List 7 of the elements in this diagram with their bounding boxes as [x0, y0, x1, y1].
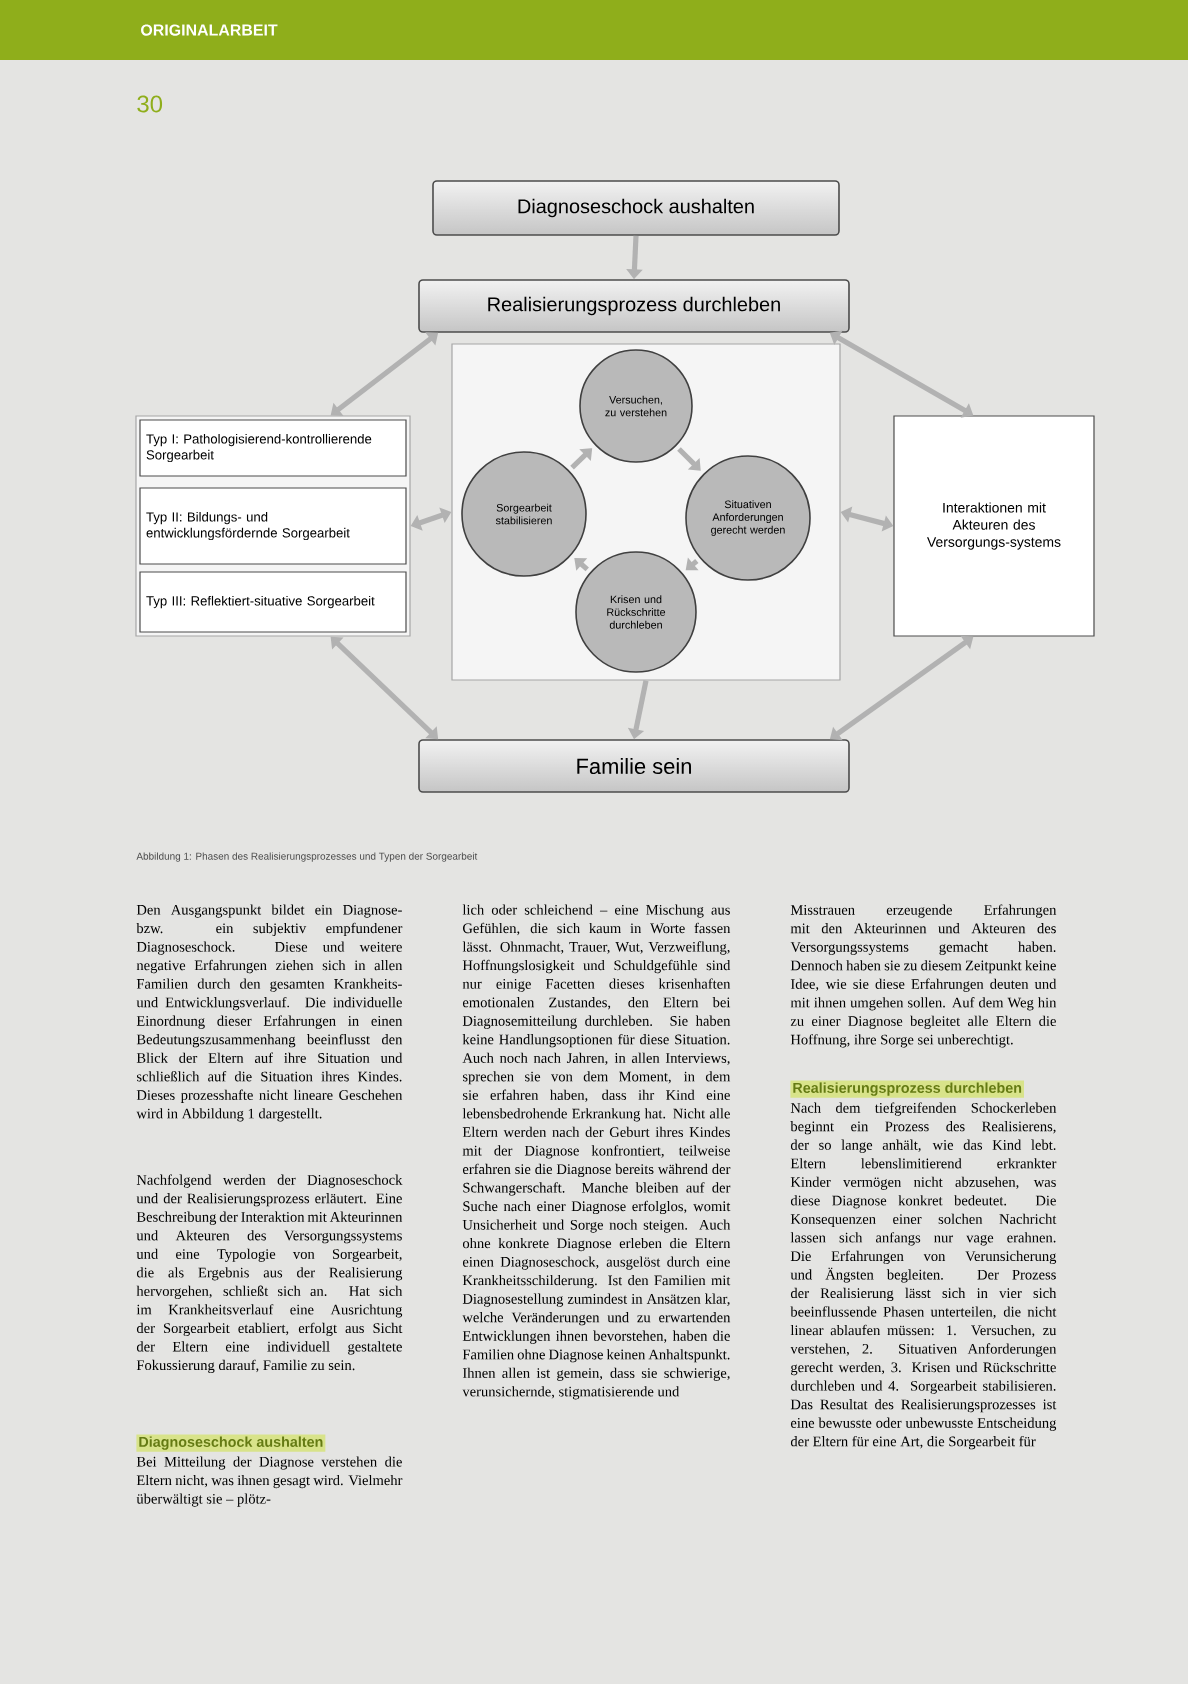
phase-banner: Realisierungsprozess durchleben [418, 279, 850, 333]
arrow [574, 558, 589, 572]
page-number: 30 [137, 95, 163, 113]
arrow [677, 447, 701, 471]
phase-banner: Familie sein [418, 739, 850, 793]
phase-banner: Diagnoseschock aushalten [432, 180, 840, 236]
arrow [570, 448, 593, 470]
